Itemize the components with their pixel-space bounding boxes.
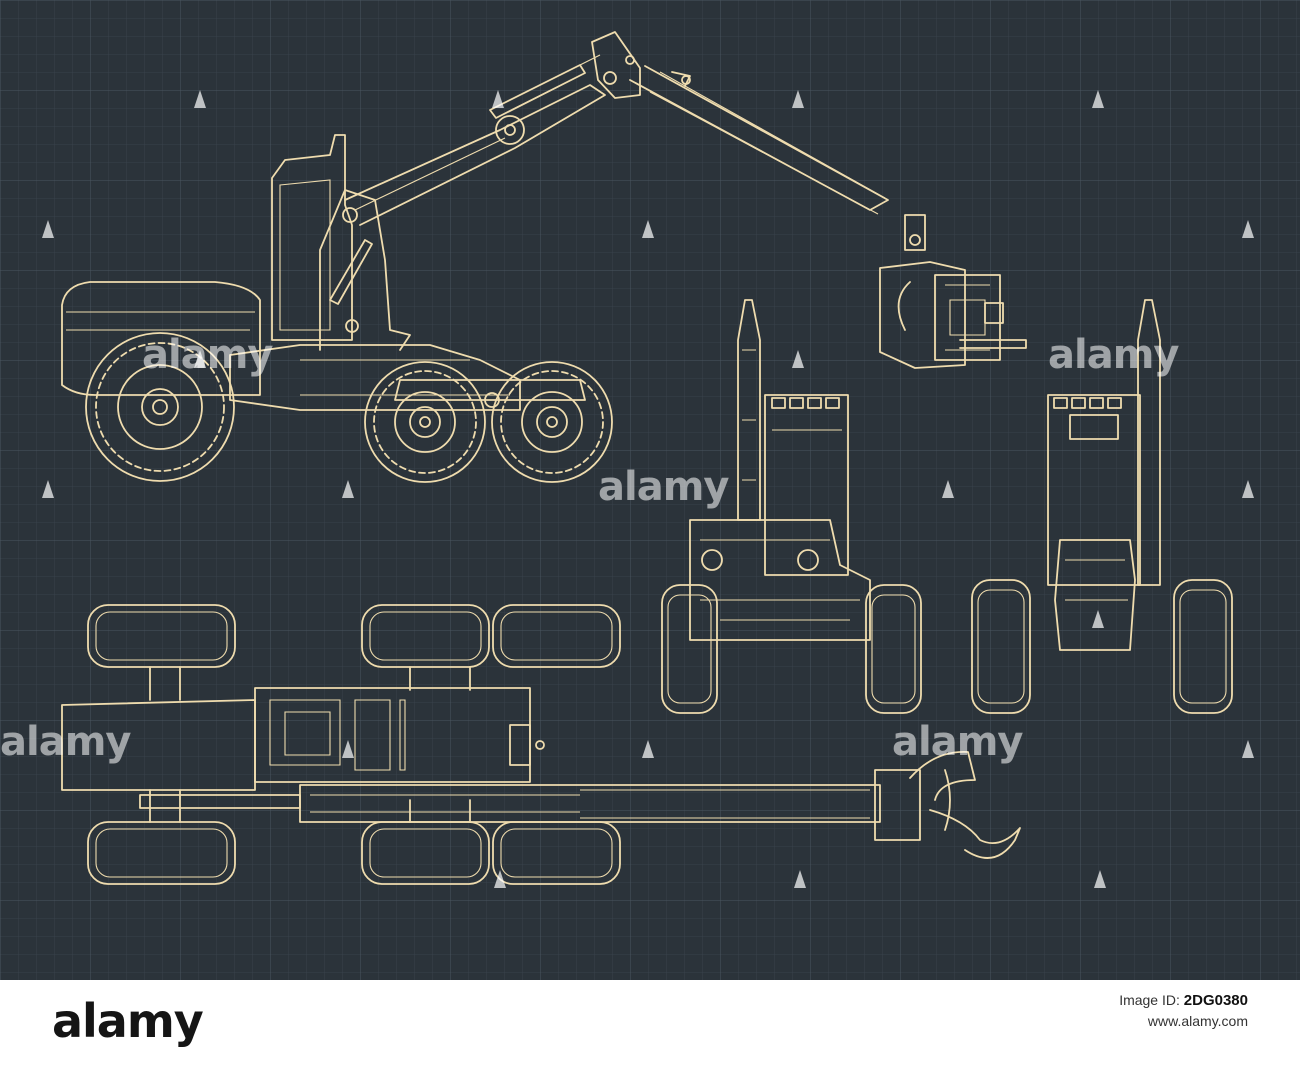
- rear-view: [971, 299, 1233, 714]
- side-view: [61, 31, 1027, 483]
- pin-markers: [42, 90, 1254, 888]
- top-view: [61, 604, 1021, 885]
- side-wheel-front: [85, 332, 235, 482]
- side-wheel-mid: [364, 361, 486, 483]
- watermark: alamy: [892, 719, 1023, 765]
- rear-wheel-left: [971, 579, 1031, 714]
- image-id-block: Image ID: 2DG0380 www.alamy.com: [1119, 990, 1248, 1031]
- image-id-value: 2DG0380: [1183, 992, 1248, 1009]
- front-view: [661, 299, 922, 714]
- site-url[interactable]: www.alamy.com: [1147, 1013, 1248, 1029]
- footer-bar: alamy Image ID: 2DG0380 www.alamy.com: [0, 980, 1300, 1071]
- image-id-label: Image ID:: [1119, 992, 1180, 1008]
- grid: [0, 0, 1300, 980]
- alamy-logo[interactable]: alamy: [52, 994, 204, 1048]
- front-wheel-right: [865, 584, 922, 714]
- rear-wheel-right: [1173, 579, 1233, 714]
- front-wheel-left: [661, 584, 718, 714]
- watermark: alamy: [598, 464, 729, 510]
- footer-logo-text: alamy: [52, 994, 204, 1048]
- watermark: alamy: [142, 332, 273, 378]
- watermark: alamy: [0, 719, 131, 765]
- blueprint-drawing: alamy alamy alamy alamy alamy: [0, 0, 1300, 980]
- side-wheel-rear: [491, 361, 613, 483]
- watermarks: alamy alamy alamy alamy alamy: [0, 332, 1180, 765]
- watermark: alamy: [1048, 332, 1179, 378]
